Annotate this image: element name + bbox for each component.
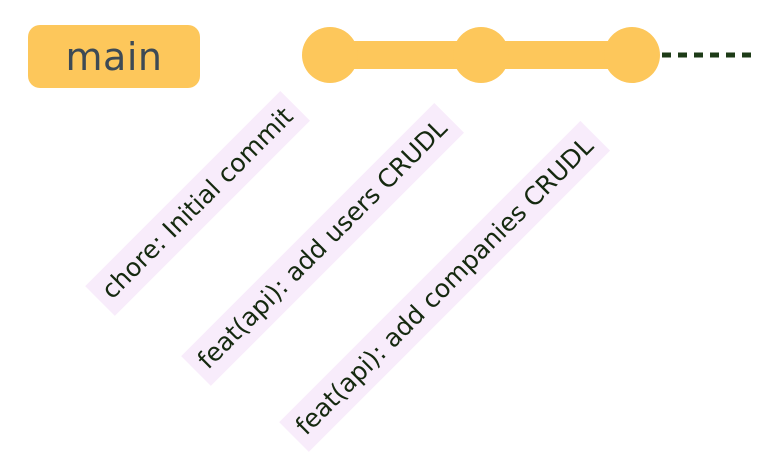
branch-badge-label: main	[65, 34, 163, 79]
branch-badge[interactable]: main	[28, 25, 200, 88]
commit-node-c2[interactable]	[453, 27, 509, 83]
commit-node-c3[interactable]	[604, 27, 660, 83]
commit-node-c1[interactable]	[302, 27, 358, 83]
commit-nodes	[302, 27, 660, 83]
